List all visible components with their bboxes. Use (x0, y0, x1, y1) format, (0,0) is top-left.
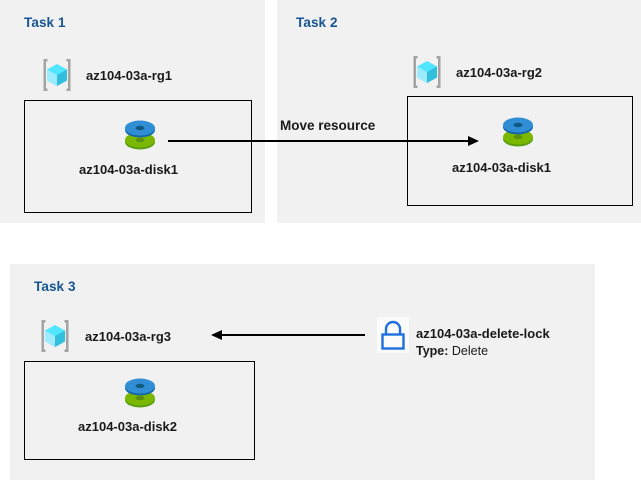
lock-icon (377, 317, 409, 353)
resource-group-icon (408, 53, 446, 91)
move-resource-arrow-line (168, 140, 468, 142)
move-resource-caption: Move resource (280, 118, 376, 133)
task3-resource-box (24, 361, 255, 460)
task3-panel (10, 264, 595, 480)
managed-disk-icon (498, 113, 538, 151)
task1-title: Task 1 (24, 15, 66, 30)
resource-group-icon (36, 317, 74, 355)
task1-panel (0, 0, 265, 223)
lock-type-value: Delete (451, 344, 489, 358)
task1-resource-box (24, 100, 252, 213)
managed-disk-icon (120, 116, 160, 154)
task2-resource-label: az104-03a-disk1 (452, 160, 552, 175)
lock-type-row: Type: Delete (416, 344, 488, 358)
lock-arrow-line (222, 334, 365, 336)
resource-group-icon (38, 56, 76, 94)
task2-panel (277, 0, 641, 223)
managed-disk-icon (120, 374, 160, 412)
lock-arrow-head (211, 330, 222, 340)
task2-resource-box (407, 96, 633, 206)
lock-type-key: Type: (416, 344, 449, 358)
task3-resource-label: az104-03a-disk2 (78, 419, 178, 434)
task2-rg-label: az104-03a-rg2 (456, 65, 542, 80)
task1-rg-label: az104-03a-rg1 (86, 68, 172, 83)
task1-resource-label: az104-03a-disk1 (79, 162, 179, 177)
task3-title: Task 3 (34, 279, 76, 294)
task3-rg-label: az104-03a-rg3 (85, 329, 171, 344)
move-resource-arrow-head (468, 136, 479, 146)
lock-name-label: az104-03a-delete-lock (416, 326, 550, 341)
task2-title: Task 2 (296, 15, 338, 30)
